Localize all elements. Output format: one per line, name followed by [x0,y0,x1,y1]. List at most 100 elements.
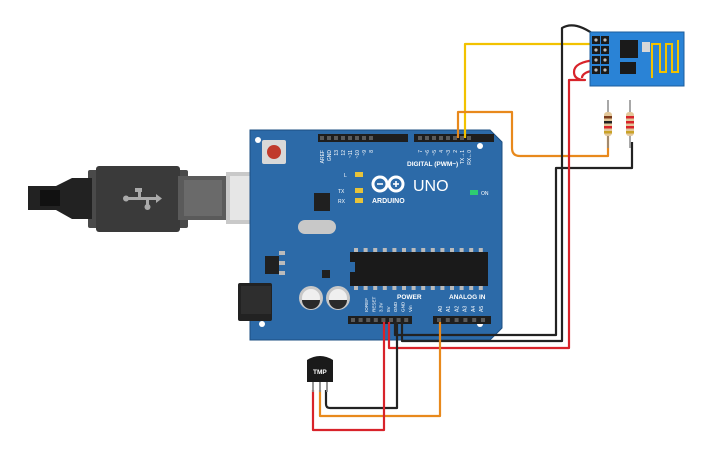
digital-pin-label: RX←0 [467,150,473,165]
led-on-label: ON [481,191,489,197]
analog-pin-label: A4 [471,306,477,312]
mcu-pin [382,286,387,290]
usb-icon [123,188,162,210]
mcu-pin [440,248,445,252]
power-pin-hole[interactable] [351,318,355,322]
led-l [355,172,363,177]
digital-pin-hole[interactable] [453,136,457,140]
reset-button[interactable] [262,140,286,164]
power-label: POWER [397,294,422,301]
led-l-label: L [344,173,347,179]
power-pin-label: GND [401,301,406,312]
digital-pin-label: 2 [453,150,459,153]
resistor-1 [604,100,612,148]
mcu-pin [411,286,416,290]
analog-pin-hole[interactable] [437,318,441,322]
power-pin-hole[interactable] [404,318,409,322]
led-on [470,190,478,195]
power-pin-hole[interactable] [358,318,363,322]
digital-pin-hole[interactable] [341,136,345,140]
mcu-pin [363,286,368,290]
digital-pin-label: ~5 [432,150,438,156]
digital-label: DIGITAL (PWM~) [407,161,458,168]
digital-pin-hole[interactable] [334,136,338,140]
mcu-pin [402,286,406,290]
digital-pin-hole[interactable] [460,136,464,140]
temperature-sensor: TMP [307,356,333,392]
esp-wifi-module [589,31,685,87]
mcu-pin [430,286,435,290]
digital-pin-hole[interactable] [348,136,352,140]
digital-pin-label: 13 [334,150,340,156]
analog-pin-hole[interactable] [472,318,477,322]
analog-pin-hole[interactable] [481,318,485,322]
mcu-pin [469,286,474,290]
digital-pin-label: GND [327,150,333,162]
mcu-pin [421,286,426,290]
module-flash [620,62,636,74]
mcu-pin [440,286,445,290]
capacitor-2 [326,286,350,310]
digital-pin-hole[interactable] [362,136,366,140]
mcu-pin [450,286,454,290]
digital-pin-hole[interactable] [355,136,359,140]
digital-pin-hole[interactable] [320,136,324,140]
arduino-brand-label: ARDUINO [372,198,405,205]
digital-pin-hole[interactable] [418,136,422,140]
led-tx [355,188,363,193]
digital-pin-hole[interactable] [467,136,471,140]
digital-pin-hole[interactable] [425,136,429,140]
digital-pin-label: TX→1 [460,150,466,164]
analog-pin-label: A5 [479,306,485,312]
voltage-regulator [265,256,279,274]
digital-pin-label: ~11 [348,150,354,158]
analog-header [433,316,491,324]
led-rx [355,198,363,203]
analog-pin-label: A0 [438,306,444,312]
wire-red-1 [387,58,597,350]
mcu-pin [392,248,397,252]
mcu-pin [382,248,387,252]
digital-pin-hole[interactable] [446,136,450,140]
power-pin-hole[interactable] [373,318,378,322]
wire-red-sensor [311,322,386,432]
power-pin-label: 5V [386,305,391,312]
power-pin-label: Vin [408,305,413,312]
analog-pin-hole[interactable] [454,318,459,322]
led-tx-label: TX [338,189,345,195]
mcu-pin [421,248,426,252]
mcu-pin [373,286,378,290]
analog-label: ANALOG IN [449,294,486,301]
digital-pin-label: 4 [439,150,445,153]
power-pin-hole[interactable] [396,318,401,322]
analog-pin-label: A2 [454,306,460,312]
power-pin-hole[interactable] [366,318,371,322]
led-rx-label: RX [338,199,346,205]
power-pin-label: GND [393,301,398,312]
analog-pin-hole[interactable] [445,318,450,322]
power-pin-label: RESET [371,296,376,312]
digital-pin-hole[interactable] [369,136,373,140]
digital-pin-hole[interactable] [432,136,436,140]
mcu-pin [478,248,483,252]
small-chip [322,270,330,278]
digital-pin-label: 8 [369,150,375,153]
digital-pin-hole[interactable] [439,136,443,140]
analog-pin-hole[interactable] [463,318,468,322]
power-pin-label: IOREF [364,298,369,312]
power-pin-hole[interactable] [389,318,393,322]
mcu-pin [411,248,416,252]
wire-black-2 [393,142,634,337]
crystal-oscillator [298,220,336,234]
antenna-trace-icon [651,40,679,78]
digital-pin-hole[interactable] [327,136,331,140]
wire-yellow [463,42,596,138]
power-pin-hole[interactable] [381,318,386,322]
digital-pin-label: ~3 [446,150,452,156]
mcu-pin [469,248,474,252]
microcontroller-chip [350,248,488,290]
mcu-pin [478,286,483,290]
digital-pin-label: ~10 [355,150,361,159]
usb-cable [28,166,288,232]
